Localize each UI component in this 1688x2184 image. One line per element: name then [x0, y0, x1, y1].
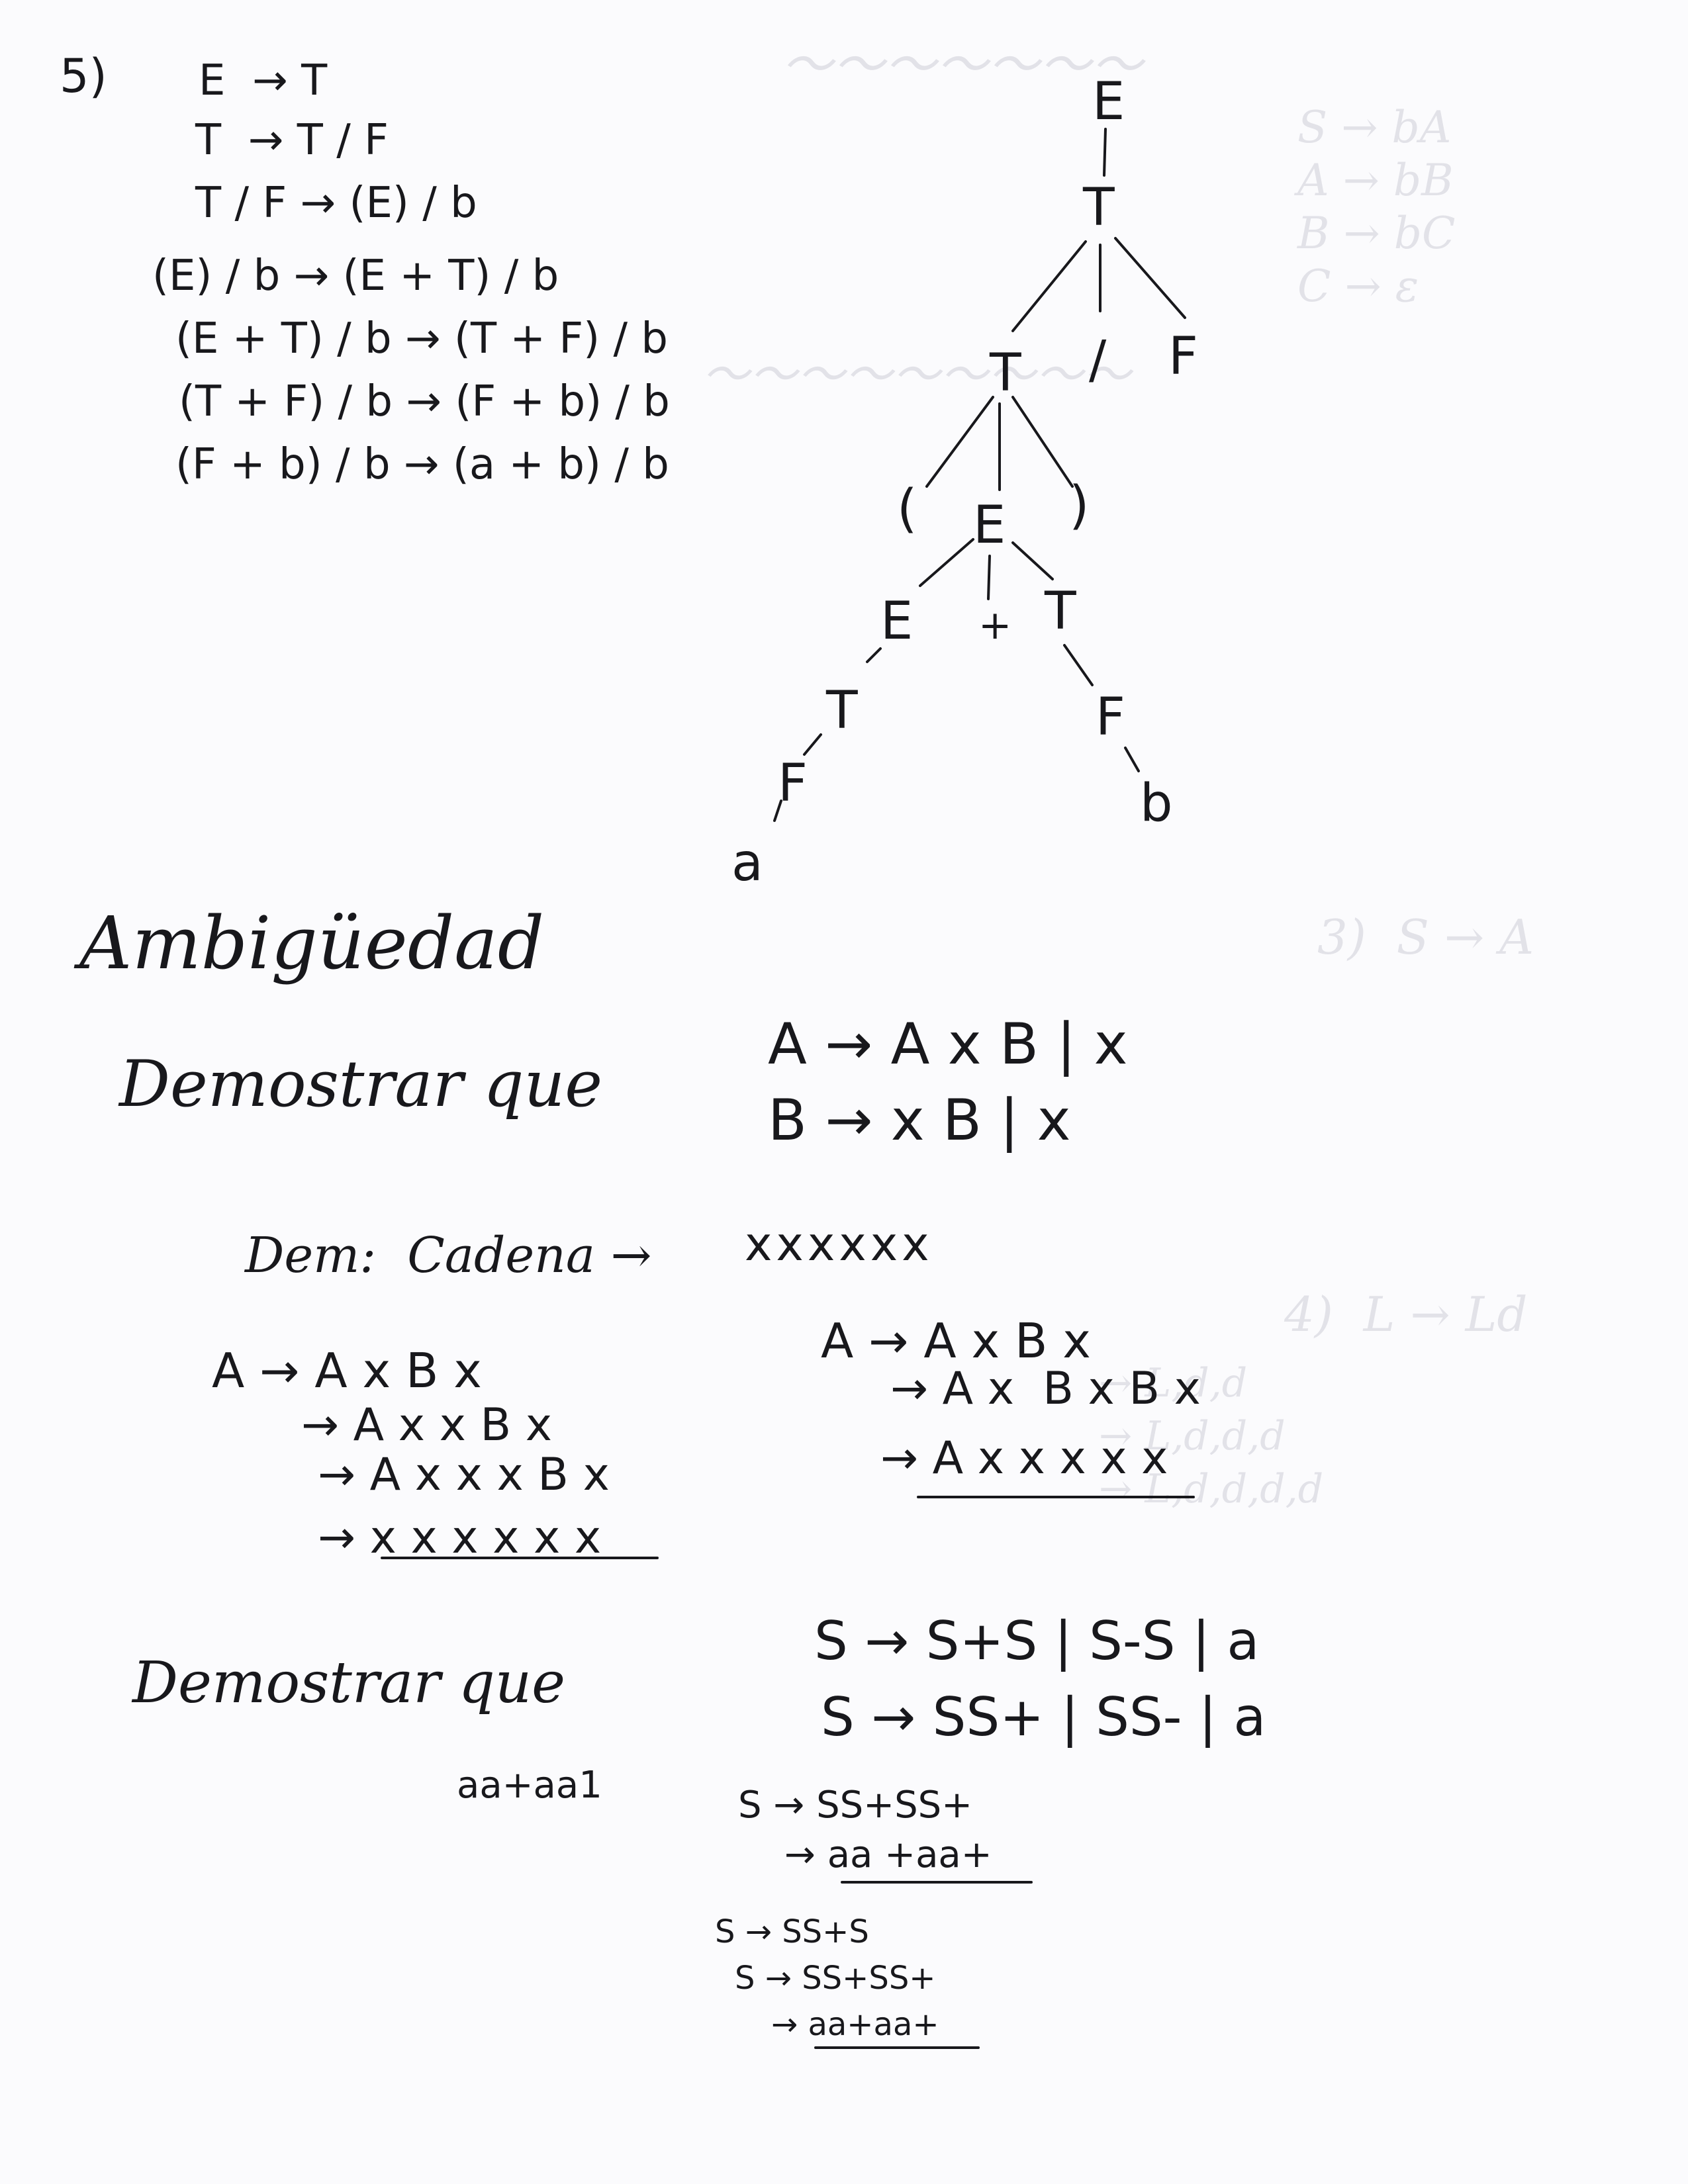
- derivation-step: → A x x x x x: [880, 1432, 1168, 1484]
- tree-node-f3: F: [778, 754, 808, 813]
- tree-node-b: b: [1140, 774, 1173, 833]
- tree-node-rparen: ): [1069, 476, 1089, 535]
- derivation-line: (T + F) / b → (F + b) / b: [179, 377, 670, 426]
- derivation-line: (F + b) / b → (a + b) / b: [175, 440, 669, 489]
- tree-node-e2: E: [973, 496, 1006, 555]
- tree-node-slash: /: [1089, 330, 1107, 390]
- derivation-step: S → SS+SS+: [735, 1960, 936, 1997]
- tree-node-a: a: [731, 833, 763, 893]
- underline: [814, 2046, 980, 2049]
- derivation-step: A → A x B x: [821, 1313, 1091, 1369]
- derivation-step: → x x x x x x: [318, 1512, 602, 1564]
- tree-node-t1: T: [1082, 178, 1115, 238]
- tree-node-root: E: [1092, 72, 1125, 132]
- derivation-step: S → SS+SS+: [738, 1784, 973, 1827]
- section-heading: Ambigüedad: [79, 901, 545, 985]
- derivation-line: (E + T) / b → (T + F) / b: [175, 314, 668, 363]
- underline: [917, 1496, 1195, 1498]
- parse-tree: E T T / F ( E ) E + T T F F a b: [731, 72, 1198, 893]
- dem-string: xxxxxx: [745, 1217, 933, 1271]
- problem-number: 5): [60, 49, 107, 103]
- grammar-rule: S → S+S | S-S | a: [814, 1610, 1260, 1672]
- derivation-step: → A x x B x: [301, 1399, 552, 1451]
- derivation-step: → aa+aa+: [771, 2006, 939, 2043]
- derivation-step: S → SS+S: [715, 1913, 869, 1950]
- tree-node-t2: T: [989, 343, 1021, 403]
- derivation-step: → A x B x B x: [890, 1363, 1201, 1415]
- tree-node-f2: F: [1096, 688, 1125, 747]
- tree-edges: [773, 128, 1186, 822]
- derivation-step: A → A x B x: [212, 1343, 482, 1398]
- grammar-rule: S → SS+ | SS- | a: [821, 1686, 1266, 1748]
- tree-node-plus: +: [978, 602, 1011, 649]
- target-string: aa+aa1: [457, 1764, 602, 1807]
- derivation-line: E → T: [199, 56, 328, 105]
- underline: [841, 1881, 1033, 1884]
- tree-node-f1: F: [1168, 327, 1198, 387]
- tree-node-e3: E: [880, 592, 913, 651]
- grammar-rule: A → A x B | x: [768, 1011, 1128, 1077]
- derivation-line: (E) / b → (E + T) / b: [152, 251, 559, 300]
- derivation-step: → A x x x B x: [318, 1449, 610, 1501]
- derivation-line: T / F → (E) / b: [195, 179, 477, 228]
- derivation-step: → aa +aa+: [784, 1833, 992, 1876]
- prompt-demostrar-2: Demostrar que: [132, 1650, 566, 1716]
- tree-node-t4: T: [825, 681, 858, 741]
- tree-node-lparen: (: [897, 479, 917, 539]
- derivation-line: T → T / F: [195, 116, 389, 165]
- underline: [381, 1557, 659, 1559]
- dem-label: Dem: Cadena →: [245, 1227, 652, 1284]
- grammar-rule: B → x B | x: [768, 1087, 1071, 1154]
- prompt-demostrar-1: Demostrar que: [119, 1047, 603, 1121]
- tree-node-t3: T: [1044, 582, 1076, 641]
